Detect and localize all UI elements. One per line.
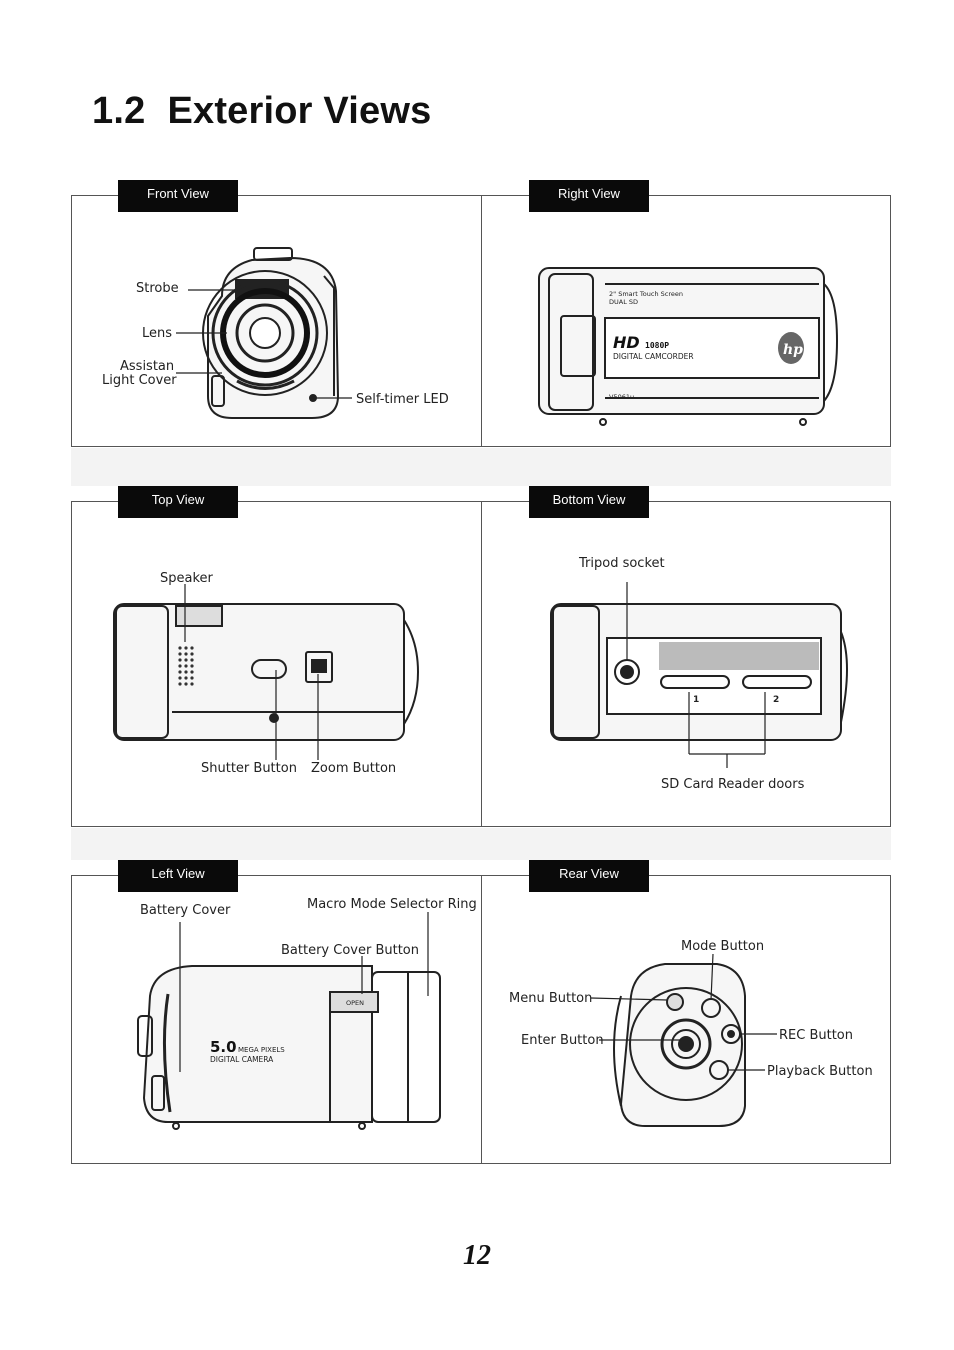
page-heading: 1.2 Exterior Views: [92, 90, 431, 133]
label-enter: Enter Button: [521, 1033, 604, 1048]
row3-bg: [71, 828, 891, 860]
tab-rear-view: Rear View: [529, 860, 649, 892]
label-sd-doors: SD Card Reader doors: [661, 777, 805, 792]
label-playback: Playback Button: [767, 1064, 873, 1079]
camera-top-body: [113, 603, 420, 741]
tab-right-view: Right View: [529, 180, 649, 212]
top-leader-lines: [184, 584, 319, 760]
label-tripod: Tripod socket: [578, 556, 665, 571]
label-speaker: Speaker: [160, 571, 214, 586]
bottom-view-diagram: 1 2 Tripod socket SD Card Reader doors: [550, 556, 848, 792]
row-top-bottom: Top View Bottom View Spe: [71, 486, 891, 828]
front-view-diagram: Strobe Lens Assistan Light Cover Self-ti…: [102, 247, 449, 419]
row2-bg: [71, 448, 891, 486]
tab-top-view: Top View: [118, 486, 238, 518]
section-number: 1.2: [92, 90, 146, 132]
print-mp-text: MEGA PIXELS: [238, 1046, 285, 1054]
label-assist-2: Light Cover: [102, 373, 177, 388]
print-type: DIGITAL CAMCORDER: [613, 352, 694, 361]
rear-leader-lines: [590, 953, 777, 1071]
rear-view-diagram: Mode Button Menu Button Enter Button REC…: [509, 939, 873, 1127]
print-model: V5061u: [609, 393, 634, 401]
label-lens: Lens: [142, 326, 172, 341]
camera-rear-body: [613, 963, 746, 1127]
hp-logo: hp: [783, 342, 803, 358]
label-mode: Mode Button: [681, 939, 764, 954]
row1-divider: [481, 196, 482, 446]
top-view-diagram: Speaker Shutter Button Zoom Button: [113, 571, 420, 776]
front-leader-lines: [176, 289, 352, 399]
sd-slot-number-2: 2: [773, 695, 779, 705]
label-macro-ring: Macro Mode Selector Ring: [307, 897, 477, 912]
speaker-grille: [178, 646, 194, 686]
row2-divider: [481, 502, 482, 826]
row3-divider: [481, 876, 482, 1163]
label-battery-cover: Battery Cover: [140, 903, 231, 918]
label-self-timer: Self-timer LED: [356, 392, 449, 407]
print-res: 1080P: [645, 341, 669, 350]
label-zoom: Zoom Button: [311, 761, 396, 776]
sd-slot-number-1: 1: [693, 695, 699, 705]
page-number: 12: [463, 1240, 491, 1271]
label-strobe: Strobe: [136, 281, 179, 296]
print-screen-1: 2" Smart Touch Screen: [609, 290, 683, 298]
row-front-right: Front View Right View Strobe Lens Assist…: [71, 180, 891, 448]
print-screen-2: DUAL SD: [609, 298, 638, 306]
left-leader-lines: [179, 912, 429, 1072]
right-view-diagram: 2" Smart Touch Screen DUAL SD HD 1080P D…: [538, 267, 839, 426]
left-view-diagram: 5.0 MEGA PIXELS DIGITAL CAMERA OPEN Batt…: [137, 897, 477, 1130]
print-hd: HD: [613, 333, 640, 352]
camera-right-body: [538, 267, 839, 426]
bottom-leader-lines: [626, 582, 766, 768]
label-menu: Menu Button: [509, 991, 592, 1006]
camera-bottom-body: [550, 603, 848, 741]
print-open: OPEN: [346, 999, 364, 1007]
camera-left-body: [137, 965, 441, 1130]
section-title: Exterior Views: [167, 90, 432, 132]
camera-front-body: [202, 247, 340, 419]
label-rec: REC Button: [779, 1028, 853, 1043]
label-battery-button: Battery Cover Button: [281, 943, 419, 958]
print-mp: 5.0: [210, 1038, 237, 1056]
label-shutter: Shutter Button: [201, 761, 297, 776]
tab-left-view: Left View: [118, 860, 238, 892]
label-assist-1: Assistan: [120, 359, 174, 374]
print-cam-text: DIGITAL CAMERA: [210, 1055, 274, 1064]
tab-bottom-view: Bottom View: [529, 486, 649, 518]
tab-front-view: Front View: [118, 180, 238, 212]
row-left-rear: Left View Rear View 5.0 MEGA PIXELS DIGI…: [71, 860, 891, 1165]
